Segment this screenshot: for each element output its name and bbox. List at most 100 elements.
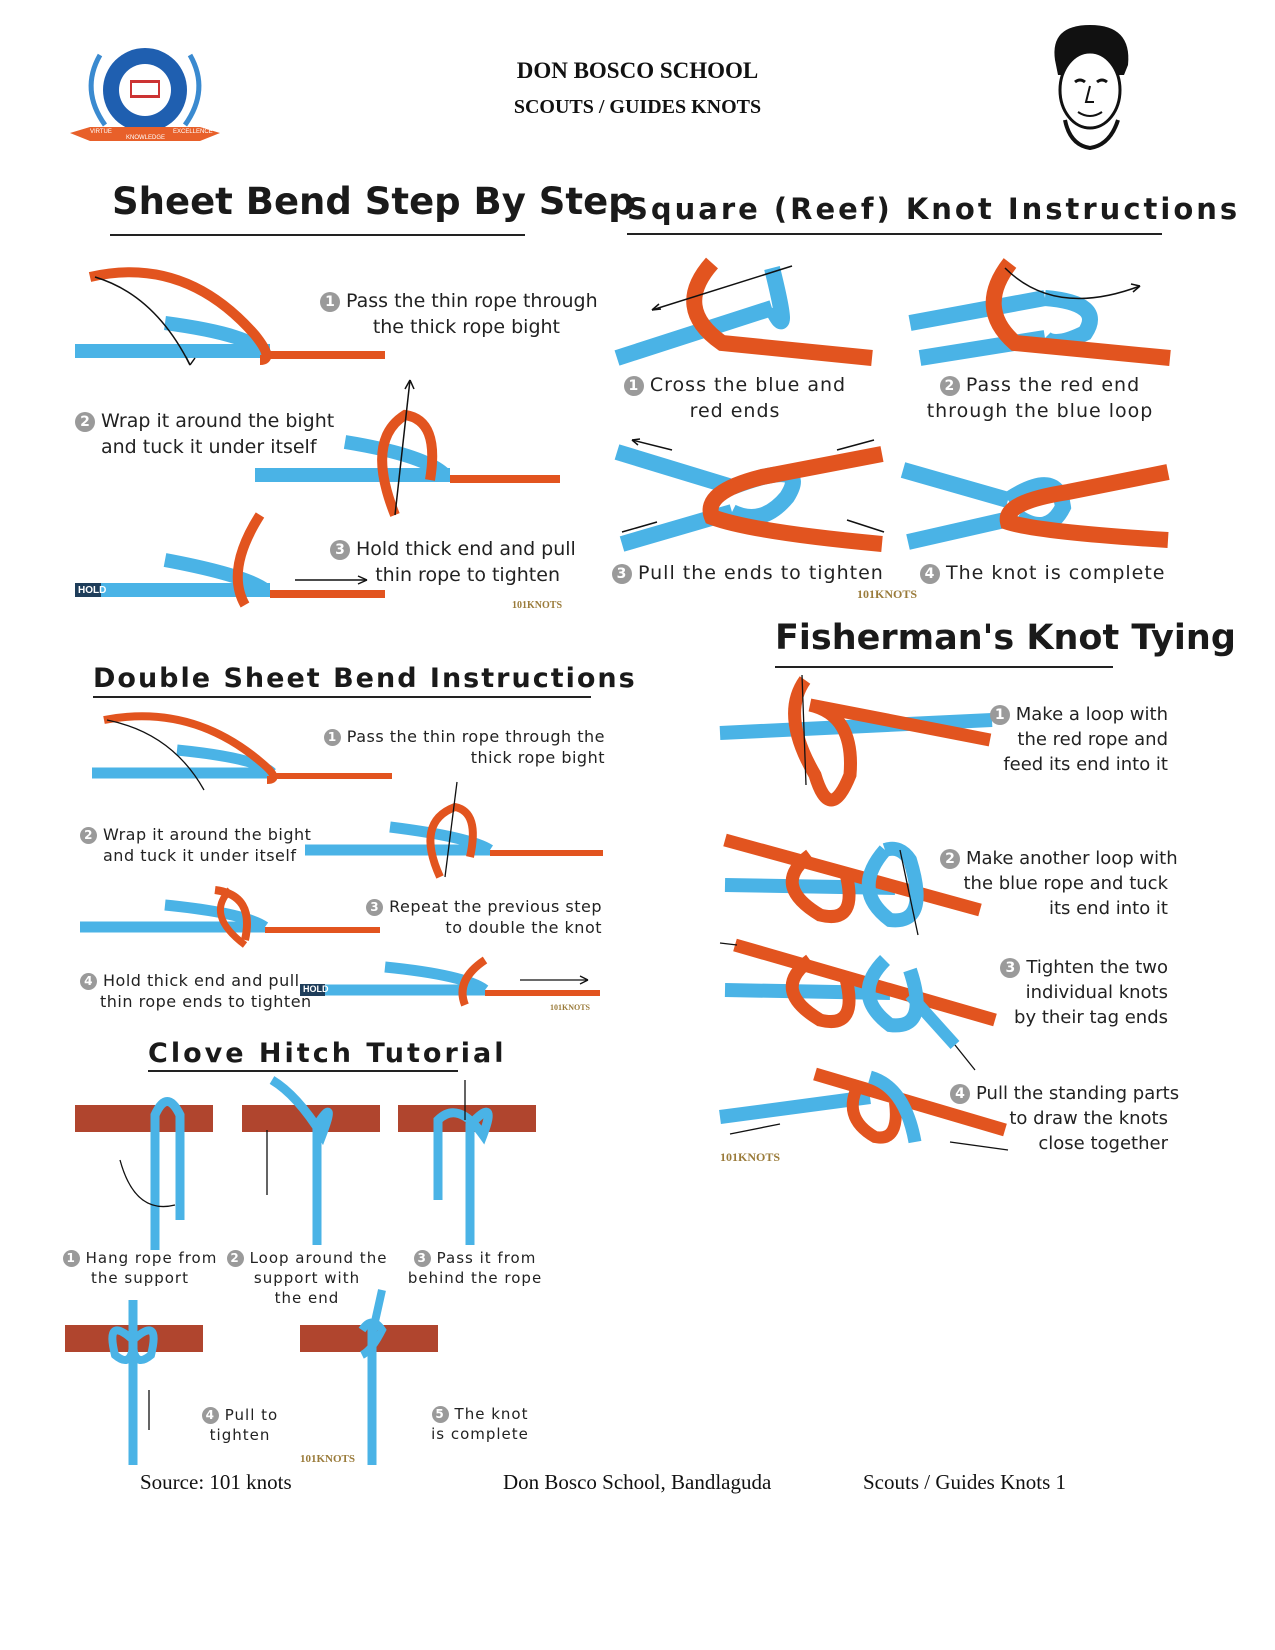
step-line2: support with (253, 1269, 361, 1287)
step-line1: Make a loop with (1015, 704, 1168, 725)
step-line2: the support (91, 1269, 189, 1287)
step-line2: individual knots (1025, 982, 1168, 1003)
school-logo: VIRTUE KNOWLEDGE EXCELLENCE (70, 35, 220, 150)
brand-watermark: 101KNOTS (720, 1150, 781, 1164)
step-line2: behind the rope (407, 1269, 543, 1287)
double-sheet-hold-label: HOLD (303, 984, 329, 994)
school-name: DON BOSCO SCHOOL (516, 58, 759, 83)
clove-step2-diagram (242, 1076, 380, 1245)
sheet-bend-rule (110, 234, 525, 236)
clove-step3-text: 3 Pass it from behind the rope (395, 1248, 555, 1288)
double-sheet-step3-text: 3 Repeat the previous step to double the k… (360, 896, 602, 938)
step-number-badge: 2 (75, 411, 95, 432)
step-line1: Make another loop with (966, 848, 1178, 869)
clove-step3-diagram (398, 1080, 536, 1245)
step-number-badge: 4 (201, 1407, 219, 1424)
step-line2: is complete (431, 1425, 529, 1443)
clove-step1-diagram (75, 1097, 213, 1250)
founder-portrait-sketch (1054, 25, 1129, 151)
founder-portrait (1040, 20, 1140, 151)
clove-step4-diagram (65, 1300, 203, 1465)
sheet-bend-step3-diagram (75, 512, 385, 608)
fisherman-step4-diagram (719, 1067, 1009, 1151)
step-line1: The knot (454, 1405, 529, 1423)
footer-source: Source: 101 knots (140, 1470, 292, 1494)
step-number-badge: 3 (612, 563, 632, 584)
step-line2: thick rope bight (470, 748, 605, 767)
step-line1: Pass the thin rope through the (346, 727, 605, 746)
step-line1: Wrap it around the bight (101, 410, 335, 432)
step-number-badge: 4 (80, 973, 97, 990)
logo-ribbon-right: EXCELLENCE (173, 129, 213, 135)
brand-watermark: 101KNOTS (550, 1003, 591, 1012)
fisherman-step2-diagram (723, 833, 982, 936)
step-line3: by their tag ends (1014, 1007, 1168, 1028)
step-line1: Repeat the previous step (389, 897, 602, 916)
step-number-badge: 2 (226, 1250, 244, 1267)
clove-step5-diagram (300, 1289, 438, 1465)
step-line2: to double the knot (445, 918, 602, 937)
step-line1: Pass the thin rope through (346, 290, 598, 312)
step-number-badge: 1 (989, 705, 1010, 725)
step-number-badge: 3 (1000, 958, 1021, 978)
clove-step5-text: 5 The knot is complete (415, 1404, 545, 1444)
square-knot-step3-diagram (614, 438, 885, 552)
step-number-badge: 3 (366, 899, 384, 916)
step-line1: Cross the blue and (649, 374, 847, 396)
step-line2: through the blue loop (926, 400, 1154, 422)
clove-hitch-title: Clove Hitch Tutorial (148, 1038, 507, 1069)
square-knot-step2-diagram (908, 258, 1171, 366)
brand-watermark: 101KNOTS (512, 600, 563, 611)
double-sheet-step4-text: 4 Hold thick end and pull thin rope ends t… (80, 970, 312, 1012)
square-knot-step1-diagram (614, 257, 873, 366)
step-line2: thin rope to tighten (375, 564, 560, 586)
step-line1: Tighten the two (1026, 957, 1168, 978)
school-logo-graphic (70, 48, 220, 141)
step-number-badge: 3 (413, 1250, 431, 1267)
step-line1: Wrap it around the bight (103, 825, 312, 844)
step-line3: feed its end into it (1003, 754, 1168, 775)
step-number-badge: 1 (62, 1250, 80, 1267)
brand-watermark: 101KNOTS (300, 1453, 356, 1465)
step-line1: Hold thick end and pull (356, 538, 576, 560)
sheet-bend-step1-diagram (75, 267, 385, 366)
sheet-bend-title: Sheet Bend Step By Step (112, 180, 635, 223)
double-sheet-step1-diagram (92, 712, 392, 791)
step-number-badge: 1 (320, 291, 340, 312)
clove-hitch-rule (148, 1070, 458, 1072)
double-sheet-title: Double Sheet Bend Instructions (93, 663, 637, 694)
step-line1: Pull to (224, 1406, 279, 1424)
fisherman-rule (775, 666, 1113, 668)
step-line1: Pass it from (436, 1249, 537, 1267)
step-line1: Pull the standing parts (976, 1083, 1180, 1104)
footer-page: Scouts / Guides Knots 1 (863, 1470, 1067, 1494)
step-line3: the end (274, 1289, 340, 1307)
square-knot-rule (627, 233, 1162, 235)
step-line2: the red rope and (1017, 729, 1168, 750)
step-line2: and tuck it under itself (101, 436, 317, 458)
step-number-badge: 4 (950, 1084, 970, 1104)
double-sheet-rule (93, 696, 591, 698)
sheet-bend-step2-diagram (255, 379, 560, 517)
step-line3: close together (1038, 1133, 1168, 1154)
step-line1: Pass the red end (965, 374, 1141, 396)
step-number-badge: 5 (431, 1406, 449, 1423)
sheet-bend-step2-text: 2 Wrap it around the bight and tuck it und… (75, 408, 334, 460)
step-line1: Hold thick end and pull (103, 971, 300, 990)
logo-ribbon-left: VIRTUE (90, 129, 112, 135)
square-knot-step4-diagram (900, 462, 1170, 550)
step-line2: thin rope ends to tighten (100, 992, 312, 1011)
step-number-badge: 2 (80, 827, 97, 844)
